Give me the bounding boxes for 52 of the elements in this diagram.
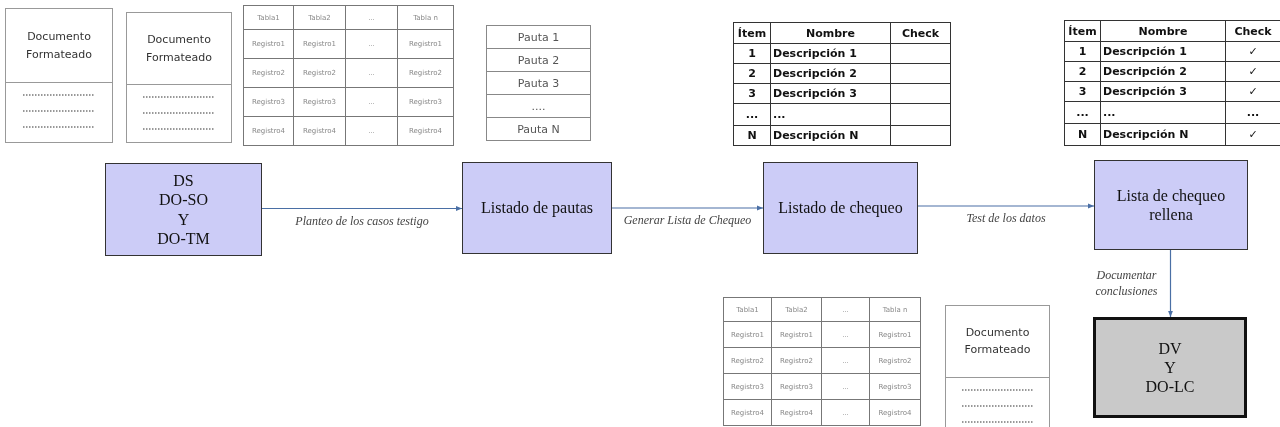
table-cell: 2 [733,63,771,84]
node-label: DS DO-SO Y DO-TM [156,171,211,248]
table-cell: Pauta 1 [486,25,591,49]
process-box [105,163,262,256]
table-cell: .... [486,94,591,118]
table-cell: Check [1225,20,1280,42]
table-cell: Pauta 2 [486,48,591,72]
table-cell: Descripción N [1100,123,1226,146]
table-cell: Ítem [733,22,771,44]
node-label: DV Y DO-LC [1144,338,1196,397]
table-cell: N [1064,123,1101,146]
table-cell: Descripción 3 [770,83,891,104]
table-cell: Descripción 2 [770,63,891,84]
table-cell: ... [770,103,891,126]
table-cell: ... [1064,101,1101,124]
table-cell: Nombre [770,22,891,44]
result-box [1093,317,1247,418]
node-label: Listado de chequeo [778,198,903,218]
document-title: Documento Formateado [6,9,112,84]
table-cell: Pauta 3 [486,71,591,95]
table-cell: 1 [733,43,771,64]
process-box [1094,160,1248,250]
edge-label: Generar Lista de Chequeo [622,213,753,229]
table-cell: 3 [1064,81,1101,102]
table-cell: 2 [1064,61,1101,82]
node-label: Listado de pautas [481,198,593,218]
document-icon [126,12,232,143]
table-cell: N [733,125,771,146]
document-title: Documento Formateado [946,306,1049,378]
table-cell: Ítem [1064,20,1101,42]
table-cell: Nombre [1100,20,1226,42]
table-cell: Check [890,22,951,44]
table-cell: Pauta N [486,117,591,141]
arrow [261,206,463,211]
arrow [917,203,1095,209]
table-cell: 1 [1064,41,1101,62]
arrow [1168,249,1173,318]
table-cell: Descripción 2 [1100,61,1226,82]
document-icon [5,8,113,143]
table-cell: ... [1100,101,1226,124]
process-box [462,162,612,254]
document-title: Documento Formateado [127,13,231,86]
arrow [611,205,764,211]
table-cell: Descripción 3 [1100,81,1226,102]
table-cell: Descripción 1 [770,43,891,64]
document-icon [945,305,1050,427]
process-box [763,162,918,254]
table-cell: Descripción 1 [1100,41,1226,62]
node-label: Lista de chequeo rellena [1115,185,1227,225]
table-cell: ... [733,103,771,126]
table-cell: 3 [733,83,771,104]
table-cell: Descripción N [770,125,891,146]
